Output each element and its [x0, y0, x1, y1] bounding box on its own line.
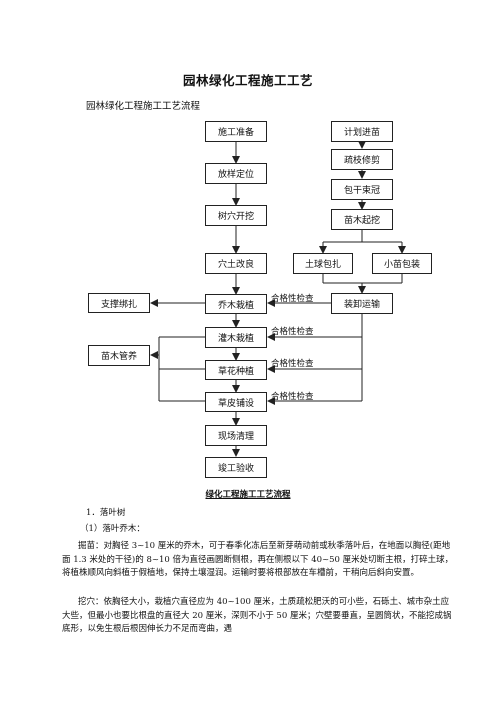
document-title: 园林绿化工程施工工艺	[182, 73, 313, 88]
node-pruning: 疏枝修剪	[331, 149, 393, 170]
node-small-seedling-packing: 小苗包装	[372, 253, 432, 274]
document-subtitle: 园林绿化工程施工工艺流程	[86, 101, 201, 112]
node-tree-planting: 乔木栽植	[205, 294, 267, 314]
node-layout-positioning: 放样定位	[205, 163, 267, 184]
paragraph-pit: 挖穴：依胸径大小，栽植穴直径应为 40~100 厘米，土质疏松肥沃的可小些，石砾…	[62, 597, 452, 634]
edge-label-quality-check: 合格性检查	[271, 294, 314, 304]
section-heading: 1．落叶树	[86, 508, 126, 518]
paragraph-digging: 掘苗：对胸径 3~10 厘米的乔木，可于春季化冻后至新芽萌动前或秋季落叶后，在地…	[62, 541, 454, 578]
node-construction-prep: 施工准备	[205, 121, 267, 142]
node-turf-laying: 草皮铺设	[205, 392, 267, 412]
node-root-ball-wrapping: 土球包扎	[293, 253, 353, 274]
node-planned-seedlings: 计划进苗	[331, 121, 393, 142]
node-seedling-lifting: 苗木起挖	[331, 209, 393, 230]
edge-label-quality-check: 合格性检查	[271, 359, 314, 369]
node-soil-improvement: 穴土改良	[205, 253, 267, 274]
edge-label-quality-check: 合格性检查	[271, 327, 314, 337]
node-staking-binding: 支撑绑扎	[88, 293, 150, 313]
node-crown-binding: 包干束冠	[331, 179, 393, 200]
edge-label-quality-check: 合格性检查	[271, 392, 314, 402]
flowchart-caption: 绿化工程施工工艺流程	[205, 490, 291, 500]
node-shrub-planting: 灌木栽植	[205, 327, 267, 348]
node-seedling-maintenance: 苗木管养	[88, 345, 150, 366]
node-flower-planting: 草花种植	[205, 360, 267, 380]
node-pit-excavation: 树穴开挖	[205, 205, 267, 226]
subsection-heading: （1）落叶乔木：	[80, 524, 145, 534]
node-completion-acceptance: 竣工验收	[205, 457, 267, 478]
node-loading-transport: 装卸运输	[331, 293, 393, 314]
node-site-cleanup: 现场清理	[205, 425, 267, 446]
